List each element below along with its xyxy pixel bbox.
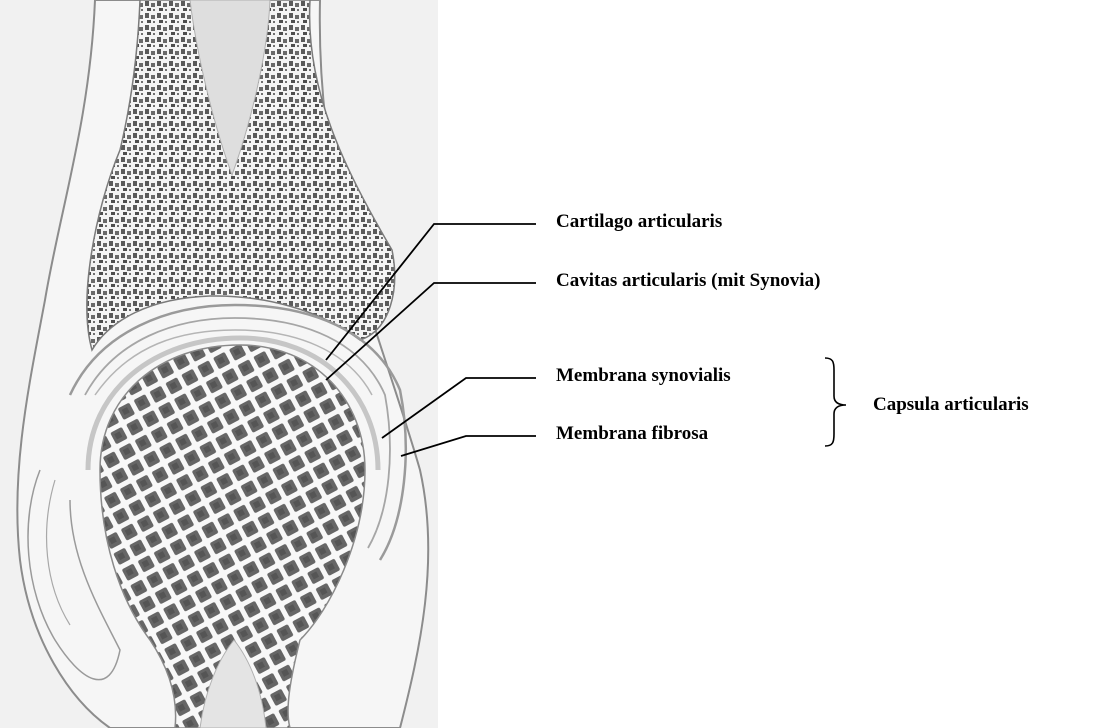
label-capsula-articularis: Capsula articularis	[873, 395, 1029, 414]
label-cavitas-articularis: Cavitas articularis (mit Synovia)	[556, 271, 820, 290]
label-membrana-fibrosa: Membrana fibrosa	[556, 424, 708, 443]
curly-brace	[825, 358, 846, 446]
label-membrana-synovialis: Membrana synovialis	[556, 366, 731, 385]
label-cartilago-articularis: Cartilago articularis	[556, 212, 722, 231]
